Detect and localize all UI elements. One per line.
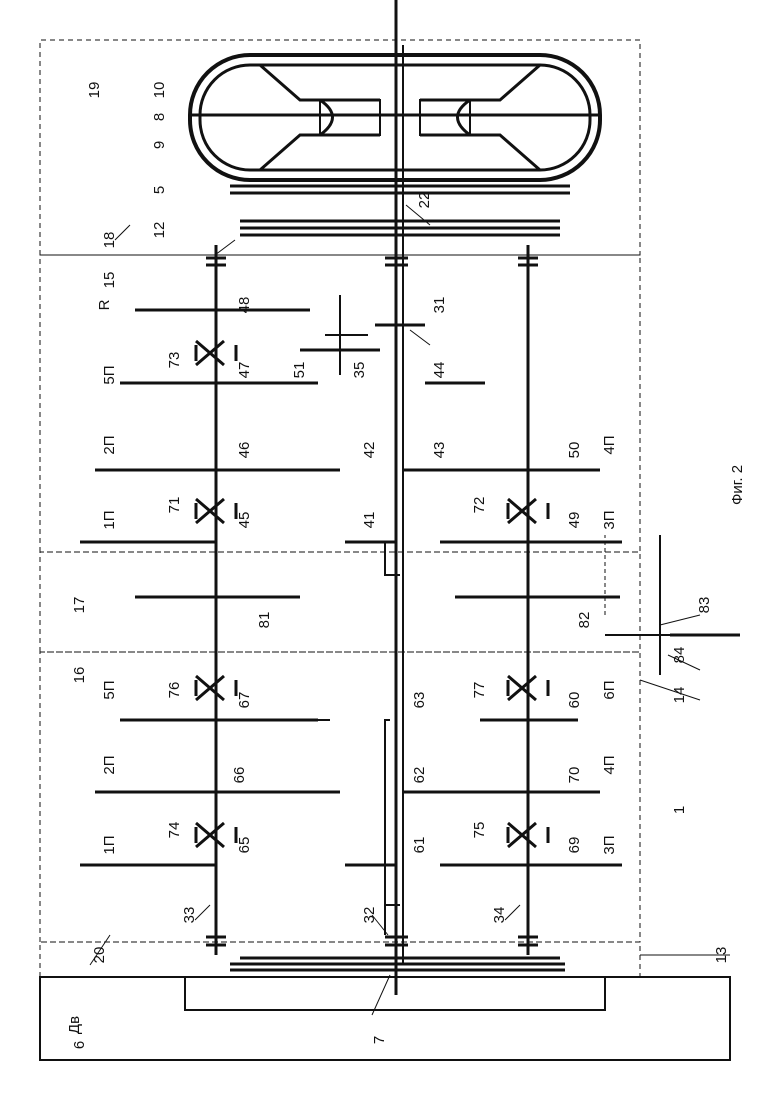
ref-label-n19: 19: [86, 82, 103, 99]
hub-63-sleeve: [385, 720, 390, 935]
ref-label-g4p: 4П: [601, 435, 618, 454]
ref-label-n5: 5: [151, 186, 168, 194]
ref-label-n16: 16: [71, 667, 88, 684]
ref-label-n63: 63: [411, 692, 428, 709]
ref-label-n20: 20: [91, 947, 108, 964]
converter-module-box-19: [40, 40, 640, 255]
ref-label-g3p: 3П: [601, 835, 618, 854]
ref-label-n44: 44: [431, 362, 448, 379]
leader: [660, 615, 700, 625]
ref-label-n12: 12: [151, 222, 168, 239]
ref-label-n43: 43: [431, 442, 448, 459]
ref-label-g4p: 4П: [601, 755, 618, 774]
hub-41: [385, 542, 400, 575]
ref-label-n46: 46: [236, 442, 253, 459]
ref-label-n47: 47: [236, 362, 253, 379]
ref-label-number: 6: [71, 1041, 88, 1049]
ref-label-g5p: 5П: [101, 365, 118, 384]
engine-body: [40, 977, 730, 1060]
ref-label-n17: 17: [71, 597, 88, 614]
stator-hub: [320, 100, 380, 135]
ref-label-n51: 51: [291, 362, 308, 379]
ref-label-n7: 7: [371, 1036, 388, 1044]
hub-61: [385, 865, 400, 905]
ref-label-n1: 1: [671, 806, 688, 814]
gearbox-16-gears: [80, 720, 622, 935]
ref-label-g6p: 6П: [601, 680, 618, 699]
ref-label-n48: 48: [236, 297, 253, 314]
ref-label-n33: 33: [181, 907, 198, 924]
pump-9: [260, 135, 540, 170]
converter-lockup-clutches: [230, 186, 570, 235]
ref-label-n65: 65: [236, 837, 253, 854]
gearbox-15-gears: [80, 295, 622, 575]
gearbox-module-box-16: [40, 652, 640, 942]
ref-label-n67: 67: [236, 692, 253, 709]
shaft-bearings: [206, 258, 538, 945]
ref-label-n15: 15: [101, 272, 118, 289]
ref-label-n75: 75: [471, 822, 488, 839]
ref-label-n83: 83: [696, 597, 713, 614]
ref-label-n66: 66: [231, 767, 248, 784]
ref-label-g2p: 2П: [101, 435, 118, 454]
ref-label-n35: 35: [351, 362, 368, 379]
ref-label-n73: 73: [166, 352, 183, 369]
transfer-17-gears: [135, 535, 740, 675]
ref-label-n71: 71: [166, 497, 183, 514]
ref-label-n70: 70: [566, 767, 583, 784]
ref-label-reverse: R: [96, 299, 113, 310]
ref-label-n81: 81: [256, 612, 273, 629]
ref-label-n13: 13: [713, 947, 730, 964]
ref-label-g1p: 1П: [101, 835, 118, 854]
engine-block: [40, 977, 730, 1060]
ref-label-n50: 50: [566, 442, 583, 459]
ref-label-n84: 84: [671, 647, 688, 664]
ref-label-n9: 9: [151, 141, 168, 149]
ref-label-n49: 49: [566, 512, 583, 529]
ref-label-g2p: 2П: [101, 755, 118, 774]
leader: [215, 240, 235, 255]
ref-label-n31: 31: [431, 297, 448, 314]
ref-label-n18: 18: [101, 232, 118, 249]
ref-label-n34: 34: [491, 907, 508, 924]
ref-label-n69: 69: [566, 837, 583, 854]
ref-label-abbr: Дв: [66, 1016, 83, 1034]
ref-label-n42: 42: [361, 442, 378, 459]
ref-label-n74: 74: [166, 822, 183, 839]
ref-label-n14: 14: [671, 687, 688, 704]
figure-caption: Фиг. 2: [729, 465, 746, 505]
leader: [410, 330, 430, 345]
ref-label-n45: 45: [236, 512, 253, 529]
ref-label-g1p: 1П: [101, 510, 118, 529]
ref-label-n60: 60: [566, 692, 583, 709]
transfer-module-box-17: [40, 552, 640, 652]
ref-label-n77: 77: [471, 682, 488, 699]
ref-label-n72: 72: [471, 497, 488, 514]
ref-label-g3p: 3П: [601, 510, 618, 529]
ref-label-n8: 8: [151, 113, 168, 121]
ref-label-n82: 82: [576, 612, 593, 629]
turbine-10: [260, 65, 540, 100]
ref-label-n62: 62: [411, 767, 428, 784]
ref-label-n32: 32: [361, 907, 378, 924]
ref-label-n76: 76: [166, 682, 183, 699]
ref-label-n41: 41: [361, 512, 378, 529]
ref-label-n22: 22: [416, 192, 433, 209]
ref-label-n10: 10: [151, 82, 168, 99]
ref-label-g5p: 5П: [101, 680, 118, 699]
ref-label-n61: 61: [411, 837, 428, 854]
